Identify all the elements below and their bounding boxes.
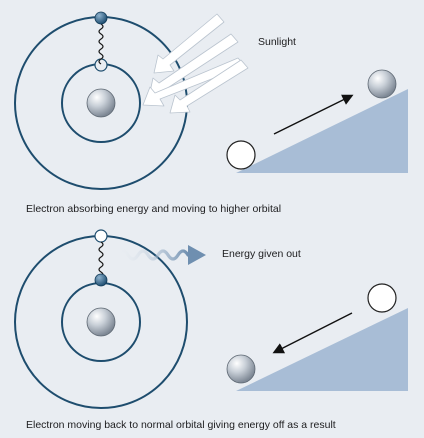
wave-arrowhead	[188, 245, 206, 265]
bottom-ball-before	[367, 283, 397, 313]
nucleus	[86, 307, 116, 337]
excitation-squiggle	[98, 23, 104, 65]
empty-electron-position	[94, 229, 108, 243]
relaxation-squiggle	[98, 241, 104, 278]
uphill-arrow	[273, 94, 354, 135]
top-panel: Sunlight Electron absorbing energy and m…	[14, 11, 408, 215]
top-ball-after	[367, 69, 397, 99]
empty-electron-position	[94, 58, 108, 72]
ground-electron	[94, 273, 108, 287]
bottom-ramp	[236, 308, 408, 391]
sunlight-arrow	[153, 13, 225, 74]
sunlight-arrows	[142, 13, 249, 114]
energy-label: Energy given out	[222, 248, 301, 260]
bottom-panel: Energy given out Electron moving back to…	[14, 229, 408, 431]
sunlight-label: Sunlight	[258, 36, 296, 48]
top-ramp	[236, 89, 408, 173]
top-caption: Electron absorbing energy and moving to …	[26, 203, 281, 215]
bottom-ball-after	[226, 354, 256, 384]
sunlight-arrow	[169, 59, 249, 114]
excited-electron	[94, 11, 108, 25]
nucleus	[86, 88, 116, 118]
downhill-arrow	[272, 312, 353, 354]
emitted-energy-wave	[116, 245, 206, 265]
bottom-caption: Electron moving back to normal orbital g…	[26, 419, 336, 431]
top-ball-before	[226, 140, 256, 170]
